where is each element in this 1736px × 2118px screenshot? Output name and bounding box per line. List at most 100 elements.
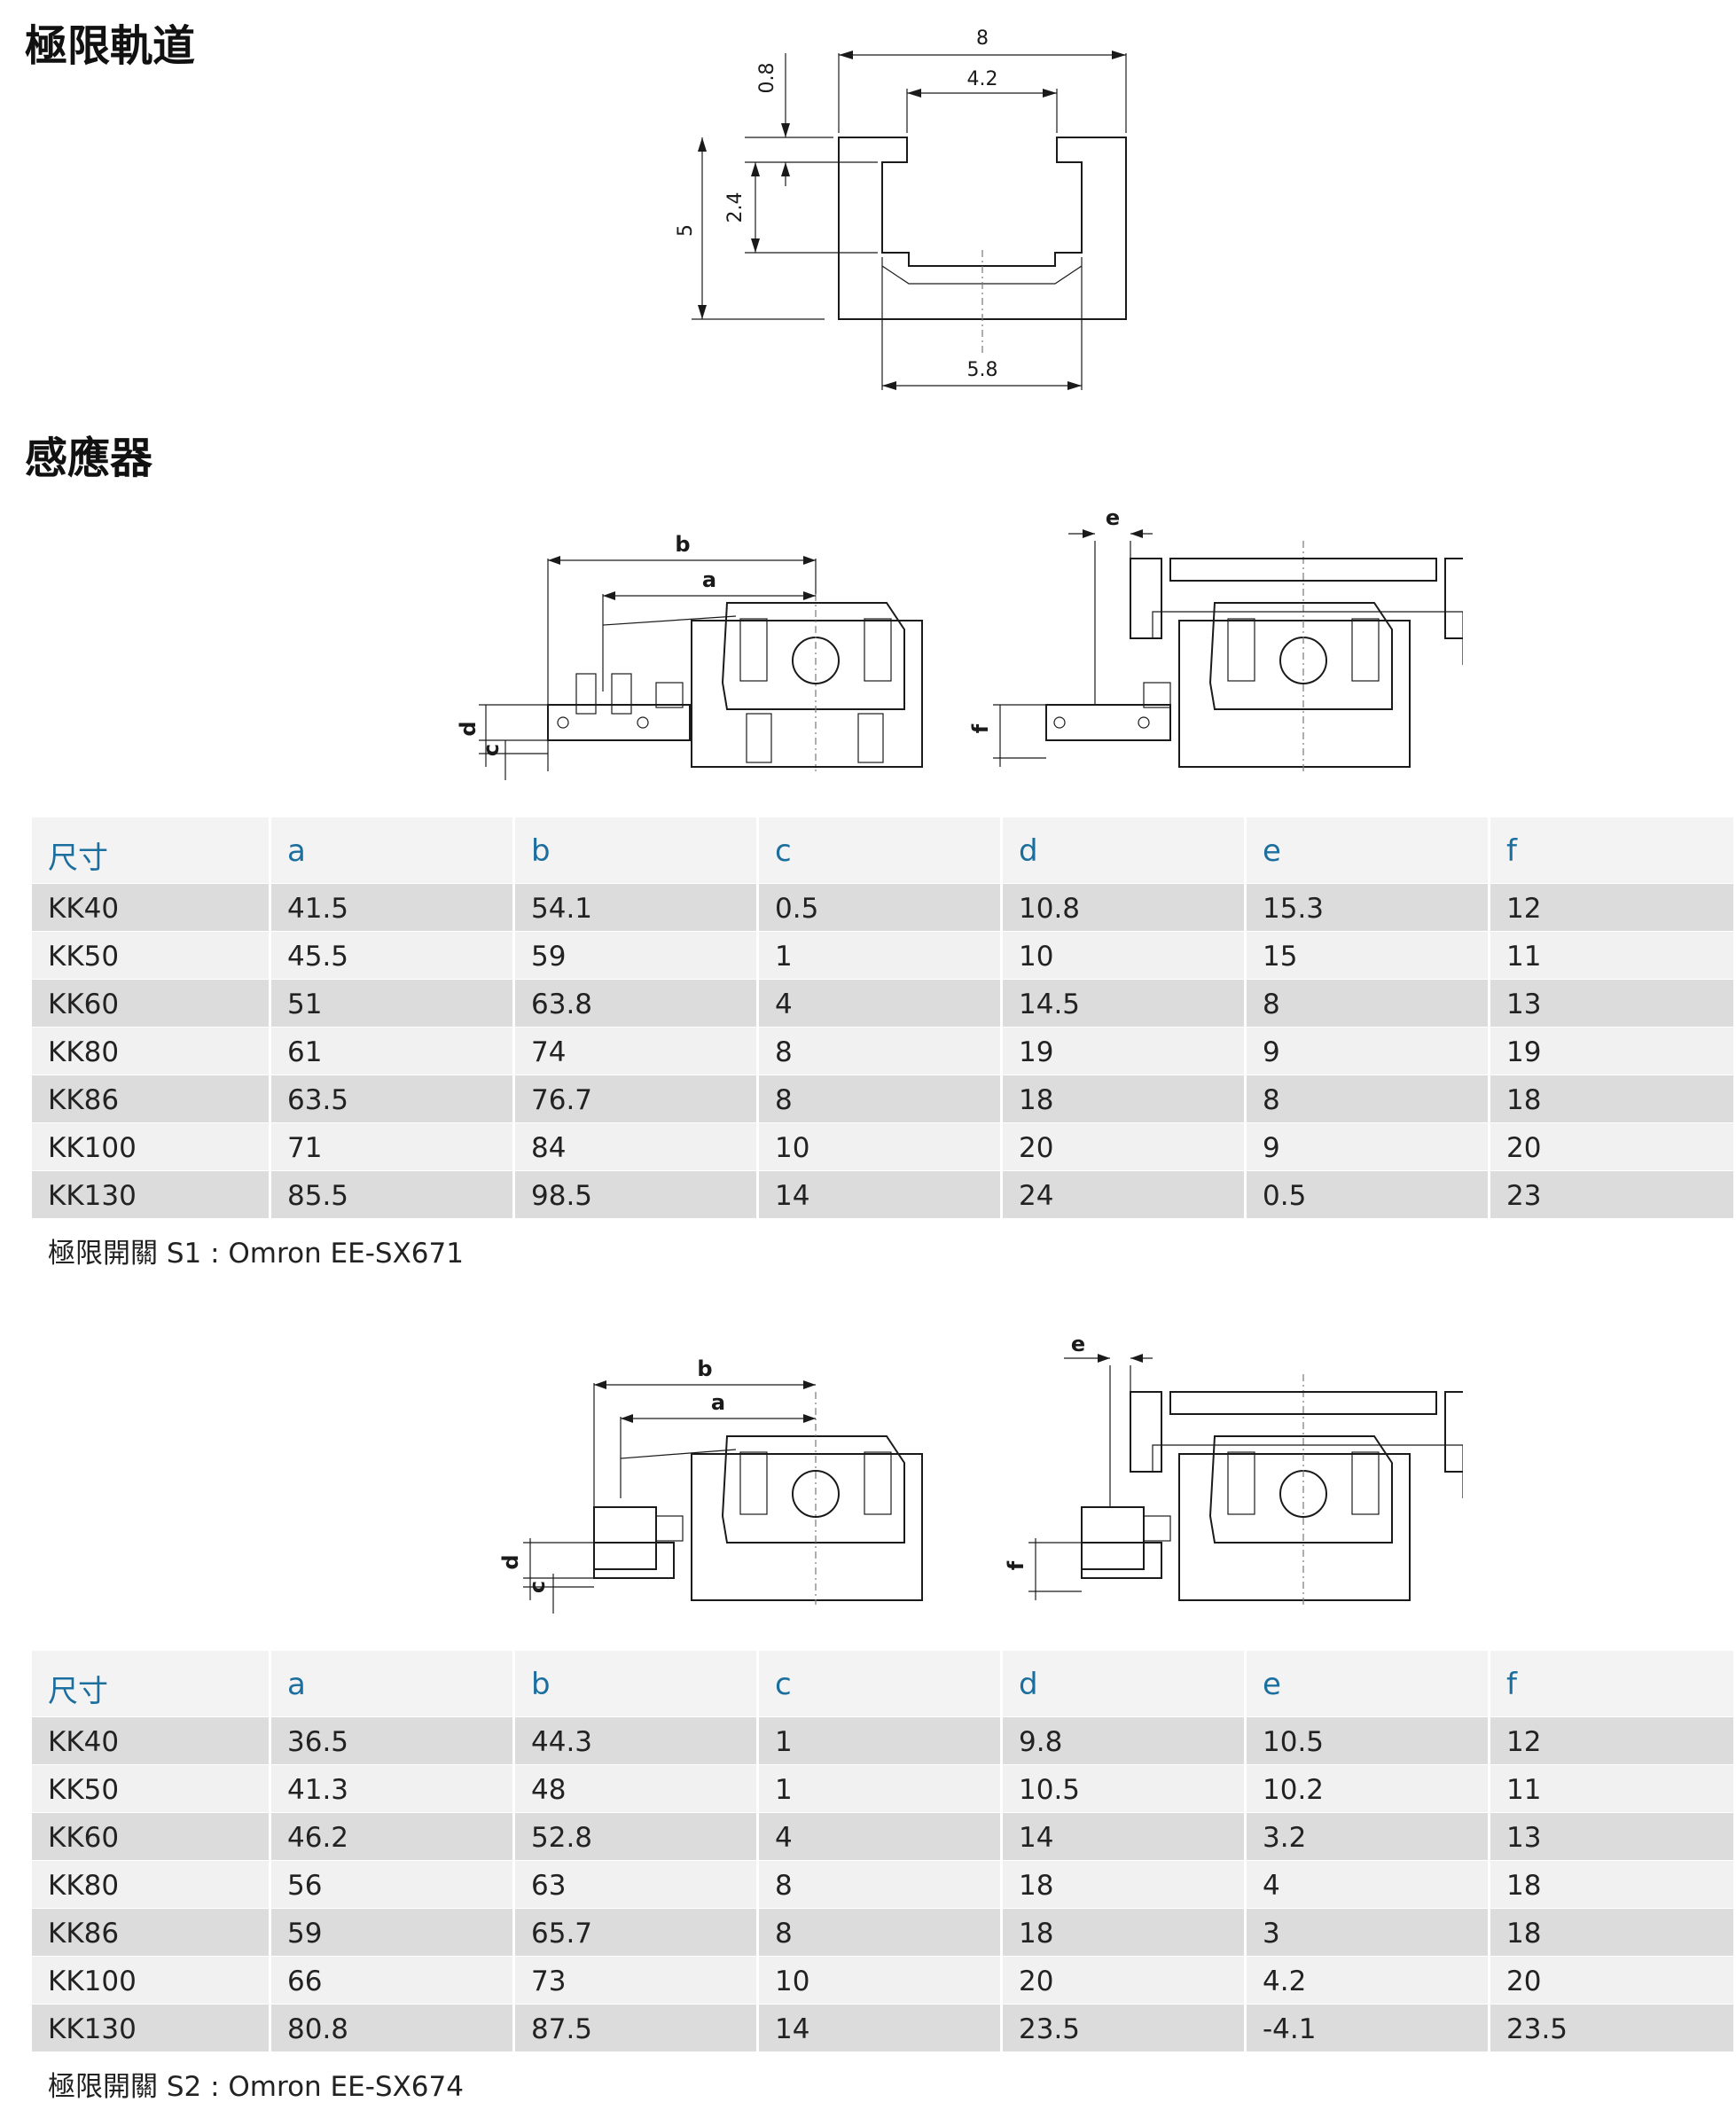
cell: 1 xyxy=(759,932,1003,979)
cell: 13 xyxy=(1490,1813,1736,1860)
header-c: c xyxy=(759,1651,1003,1716)
s2-label-a: a xyxy=(711,1390,725,1415)
header-c: c xyxy=(759,817,1003,883)
cell: 10.2 xyxy=(1247,1765,1490,1812)
cell: 56 xyxy=(271,1861,515,1908)
s1-label-c: c xyxy=(479,744,504,756)
cell: 3.2 xyxy=(1247,1813,1490,1860)
header-f: f xyxy=(1490,1651,1736,1716)
cell: 8 xyxy=(759,1861,1003,1908)
cell: KK40 xyxy=(32,884,271,931)
cell: 52.8 xyxy=(515,1813,759,1860)
cell: 18 xyxy=(1003,1075,1247,1122)
header-b: b xyxy=(515,817,759,883)
rail-section-title: 極限軌道 xyxy=(25,21,196,71)
cell: 41.5 xyxy=(271,884,515,931)
cell: KK50 xyxy=(32,932,271,979)
dim-8-label: 8 xyxy=(976,27,989,50)
cell: 48 xyxy=(515,1765,759,1812)
cell: 80.8 xyxy=(271,2005,515,2052)
dim-0-8-label: 0.8 xyxy=(756,63,778,94)
cell: 74 xyxy=(515,1028,759,1075)
cell: 23 xyxy=(1490,1171,1736,1218)
rail-cross-section-drawing: 8 4.2 0.8 5 2.4 5.8 xyxy=(675,27,1127,390)
cell: 15 xyxy=(1247,932,1490,979)
sensor-s1-right-view: e f xyxy=(968,505,1463,771)
cell: 66 xyxy=(271,1957,515,2004)
cell: 14 xyxy=(759,2005,1003,2052)
cell: 18 xyxy=(1490,1909,1736,1956)
s2-label-c: c xyxy=(525,1581,550,1593)
cell: KK86 xyxy=(32,1075,271,1122)
sensor-s2-left-view: b a d c xyxy=(498,1356,923,1614)
cell: 18 xyxy=(1003,1861,1247,1908)
dim-4-2-label: 4.2 xyxy=(967,68,998,90)
cell: 10.8 xyxy=(1003,884,1247,931)
cell: 14 xyxy=(1003,1813,1247,1860)
sensor-s1-left-view: b a d c xyxy=(456,532,923,780)
cell: 23.5 xyxy=(1490,2005,1736,2052)
cell: 71 xyxy=(271,1123,515,1170)
cell: 59 xyxy=(271,1909,515,1956)
cell: 59 xyxy=(515,932,759,979)
cell: 36.5 xyxy=(271,1717,515,1764)
cell: KK100 xyxy=(32,1957,271,2004)
table1-note: 極限開關 S1 : Omron EE-SX671 xyxy=(48,1238,464,1270)
cell: 8 xyxy=(759,1909,1003,1956)
cell: 65.7 xyxy=(515,1909,759,1956)
dim-5-label: 5 xyxy=(675,224,697,237)
cell: 63 xyxy=(515,1861,759,1908)
header-a: a xyxy=(271,817,515,883)
sensor-s2-drawing: b a d c e f xyxy=(498,1339,1463,1614)
cell: 84 xyxy=(515,1123,759,1170)
cell: -4.1 xyxy=(1247,2005,1490,2052)
cell: 11 xyxy=(1490,1765,1736,1812)
cell: 24 xyxy=(1003,1171,1247,1218)
cell: 19 xyxy=(1490,1028,1736,1075)
s2-label-e: e xyxy=(1071,1339,1085,1356)
cell: KK80 xyxy=(32,1861,271,1908)
cell: 0.5 xyxy=(1247,1171,1490,1218)
cell: KK130 xyxy=(32,2005,271,2052)
cell: 45.5 xyxy=(271,932,515,979)
sensor-s1-drawing: b a d c e xyxy=(456,505,1463,780)
cell: 14.5 xyxy=(1003,980,1247,1027)
header-size: 尺寸 xyxy=(32,817,271,883)
s1-label-a: a xyxy=(702,567,716,592)
cell: 76.7 xyxy=(515,1075,759,1122)
cell: KK40 xyxy=(32,1717,271,1764)
cell: 9.8 xyxy=(1003,1717,1247,1764)
table-header-row: 尺寸 a b c d e f xyxy=(32,817,1736,883)
header-a: a xyxy=(271,1651,515,1716)
cell: 51 xyxy=(271,980,515,1027)
header-f: f xyxy=(1490,817,1736,883)
header-e: e xyxy=(1247,1651,1490,1716)
cell: 23.5 xyxy=(1003,2005,1247,2052)
cell: 4.2 xyxy=(1247,1957,1490,2004)
cell: 61 xyxy=(271,1028,515,1075)
cell: 73 xyxy=(515,1957,759,2004)
cell: KK80 xyxy=(32,1028,271,1075)
header-b: b xyxy=(515,1651,759,1716)
cell: 46.2 xyxy=(271,1813,515,1860)
cell: 18 xyxy=(1490,1075,1736,1122)
cell: 18 xyxy=(1003,1909,1247,1956)
cell: KK100 xyxy=(32,1123,271,1170)
cell: 14 xyxy=(759,1171,1003,1218)
cell: 10 xyxy=(759,1123,1003,1170)
table2-note: 極限開關 S2 : Omron EE-SX674 xyxy=(48,2071,464,2103)
cell: 15.3 xyxy=(1247,884,1490,931)
